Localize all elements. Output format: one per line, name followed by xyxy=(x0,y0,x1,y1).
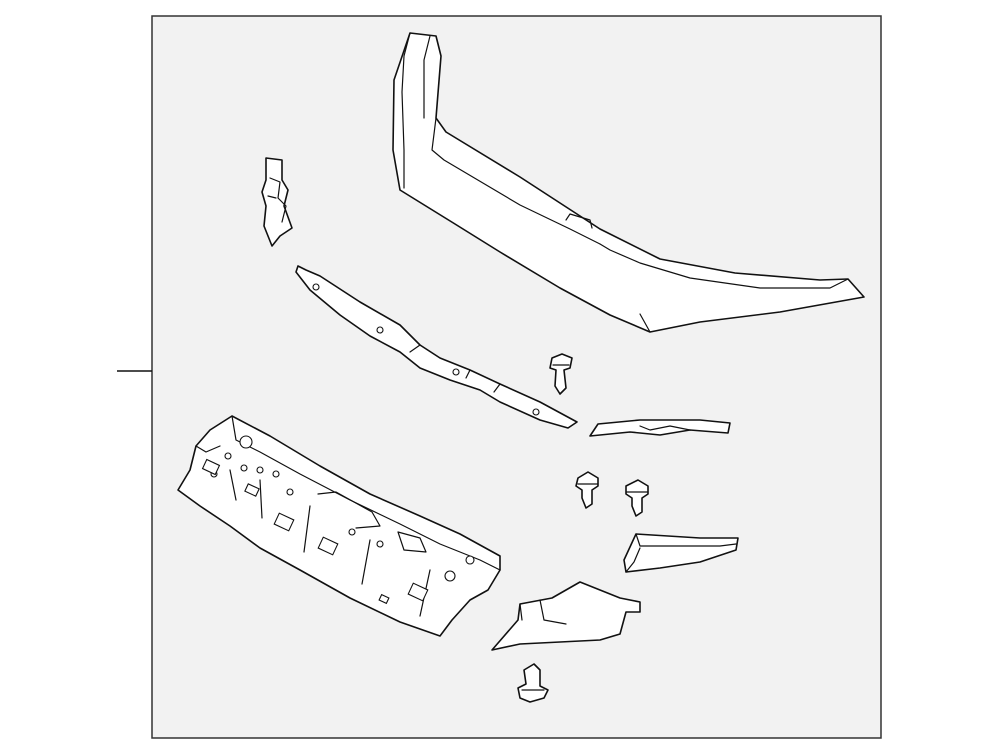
radiator-support-panel xyxy=(177,415,501,637)
diagram-frame xyxy=(151,15,882,739)
lower-retainer-strip xyxy=(295,265,578,429)
grille-upper-molding xyxy=(392,32,865,333)
push-clip xyxy=(575,471,599,509)
center-molding-strip xyxy=(589,419,731,437)
side-deflector xyxy=(623,533,739,573)
push-clip xyxy=(625,479,649,517)
push-clip xyxy=(517,663,549,703)
left-bracket xyxy=(261,157,293,247)
lower-cover xyxy=(491,581,641,651)
push-clip xyxy=(549,353,573,395)
